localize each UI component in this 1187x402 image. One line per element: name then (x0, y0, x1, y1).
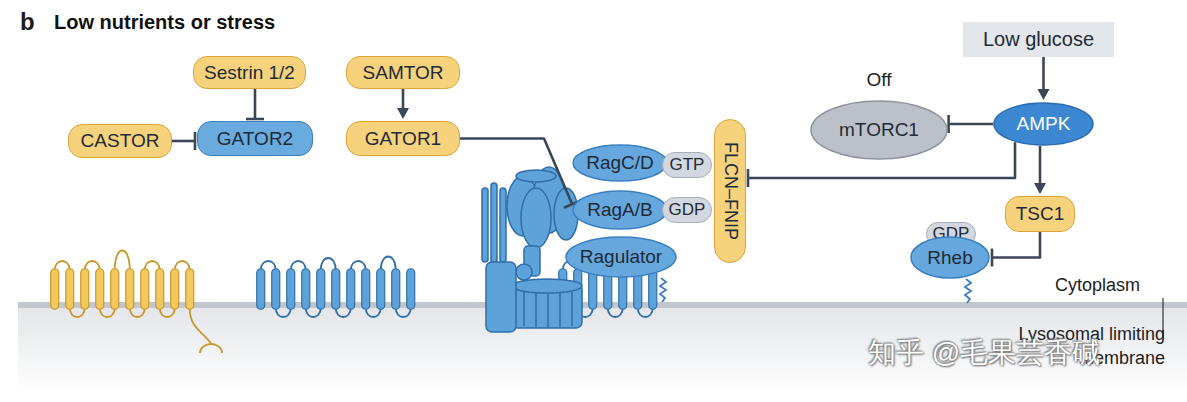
yellow-transporter (50, 251, 222, 354)
node-text: Ragulator (580, 246, 662, 268)
node-text: SAMTOR (363, 62, 444, 84)
complex-box: GATOR1 (346, 121, 460, 156)
condition-box: Low glucose (963, 22, 1114, 57)
connector-line (992, 232, 1040, 258)
activation-connector (1038, 57, 1050, 100)
node-text: mTORC1 (839, 119, 919, 141)
inhibition-connector (246, 89, 264, 119)
arrow-head (1038, 89, 1050, 100)
activation-connector (1034, 146, 1046, 194)
watermark: 知乎 @毛果芸香碱 (868, 334, 1100, 372)
ellipse-shape (994, 103, 1093, 145)
node-text: GDP (669, 200, 706, 220)
node-text: AMPK (1017, 113, 1071, 135)
ellipse-shape (566, 237, 676, 277)
connector-line (172, 140, 195, 143)
activation-connector (397, 89, 409, 119)
complex-box: GATOR2 (197, 121, 313, 156)
lipid-anchor (660, 278, 666, 302)
node-text: Sestrin 1/2 (204, 62, 295, 84)
node-text: TSC1 (1016, 203, 1065, 225)
kinase-ellipse: AMPK (993, 102, 1094, 146)
node-text: Low glucose (983, 28, 1094, 51)
ellipse-shape (811, 101, 947, 159)
sensor-box: Sestrin 1/2 (193, 56, 306, 89)
panel-title: Low nutrients or stress (54, 11, 275, 34)
complex-box: TSC1 (1005, 196, 1075, 232)
sensor-box: CASTOR (68, 124, 172, 158)
connector-line (1042, 57, 1045, 90)
node-text: GATOR2 (217, 128, 293, 150)
connector-line (460, 139, 572, 205)
connector-line (949, 123, 993, 126)
node-text: Rheb (927, 247, 972, 269)
node-text: RagC/D (586, 152, 654, 174)
connector-line (1039, 146, 1042, 184)
ellipse-shape (573, 145, 667, 181)
ellipse-shape (911, 237, 989, 278)
blue-transporter (256, 257, 421, 318)
gtpase-ellipse: Rheb (910, 236, 990, 279)
inhibition-bar (991, 249, 994, 267)
inhibition-connector (172, 132, 195, 150)
inhibition-connector (460, 139, 580, 208)
state-label: Off (810, 69, 948, 91)
inhibition-bar (747, 169, 750, 187)
connector-line (402, 89, 405, 109)
gtpase-ellipse: RagC/D (572, 144, 668, 182)
complex-box: FLCN–FNIP (714, 119, 746, 263)
inhibition-connector (992, 232, 1040, 267)
node-text: CASTOR (81, 130, 160, 152)
inhibition-bar (194, 132, 197, 150)
connector-line (254, 89, 257, 119)
arrow-head (1034, 183, 1046, 194)
sensor-box: SAMTOR (346, 56, 460, 89)
nucleotide-pill: GDP (662, 197, 712, 223)
lipid-anchor (965, 279, 971, 303)
scaffold-ellipse: Ragulator (565, 236, 677, 278)
node-text: RagA/B (587, 199, 652, 221)
node-text: GATOR1 (365, 128, 441, 150)
gtpase-ellipse: RagA/B (572, 190, 668, 230)
inhibition-connector (949, 115, 993, 133)
nucleotide-pill: GTP (662, 152, 712, 178)
node-text: GTP (670, 155, 705, 175)
node-text: FLCN–FNIP (720, 142, 741, 240)
ellipse-shape (573, 191, 667, 229)
arrow-head (397, 108, 409, 119)
region-label: Cytoplasm (1055, 275, 1140, 296)
panel-letter: b (20, 8, 35, 36)
complex-ellipse: OffmTORC1 (810, 100, 948, 160)
inhibition-bar (246, 118, 264, 121)
lysosome-lumen (18, 308, 1187, 394)
